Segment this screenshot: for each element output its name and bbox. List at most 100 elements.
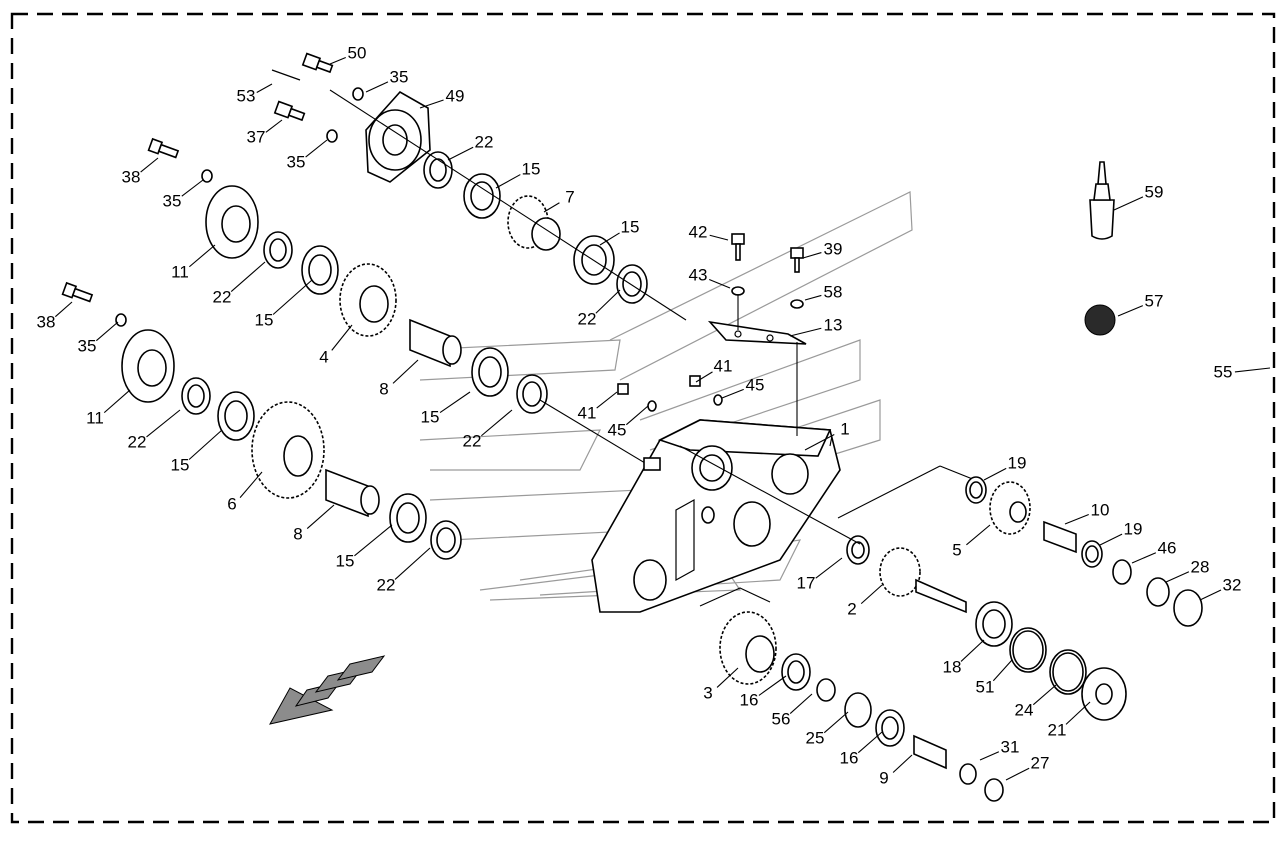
callout-label-c28: 28 [1191, 557, 1210, 576]
callout-label-c4: 4 [319, 347, 328, 366]
callout-label-c15f: 15 [336, 551, 355, 570]
output-shaft-assembly [679, 445, 1203, 721]
callout-leader-c19a [983, 467, 1007, 481]
callout-label-c42: 42 [689, 222, 708, 241]
callout-leader-c3 [716, 667, 739, 688]
callout-leader-c41a [695, 371, 713, 383]
callout-leader-c32 [1199, 589, 1222, 601]
callout-label-c19a: 19 [1008, 453, 1027, 472]
callout-label-c22a: 22 [475, 132, 494, 151]
callout-leader-c4 [331, 324, 353, 351]
callout-label-c1: 1 [840, 419, 849, 438]
lower-shaft-assembly [61, 281, 462, 560]
callout-leader-c15b [599, 232, 620, 246]
sealant-tube-icon [1089, 161, 1115, 240]
callout-leader-c22b [230, 261, 266, 292]
callout-leader-c28 [1165, 571, 1190, 583]
callout-label-c22b: 22 [213, 287, 232, 306]
callout-leader-c35d [95, 321, 119, 342]
callout-leader-c11a [189, 244, 216, 268]
callout-label-c27: 27 [1031, 753, 1050, 772]
callout-leader-c15f [354, 524, 393, 557]
ball-icon [1084, 304, 1116, 336]
main-housing [591, 419, 841, 613]
callout-label-c5: 5 [952, 540, 961, 559]
callout-leader-c7 [543, 202, 560, 213]
callout-leader-c2 [860, 584, 883, 605]
callout-label-c53: 53 [237, 86, 256, 105]
callout-label-c21: 21 [1048, 720, 1067, 739]
callout-leader-c15c [272, 279, 313, 315]
bottom-gear-assembly [699, 587, 1004, 802]
callout-leader-c38b [54, 301, 73, 318]
callout-leader-c49 [419, 99, 444, 109]
callout-leader-c22e [146, 409, 181, 438]
callout-leader-c56 [789, 693, 813, 714]
bracket-plate [617, 233, 807, 436]
callout-label-c39: 39 [824, 239, 843, 258]
callout-label-c22d: 22 [463, 431, 482, 450]
callout-label-c35b: 35 [287, 152, 306, 171]
callout-label-c22c: 22 [578, 309, 597, 328]
callout-leader-c22d [481, 409, 513, 437]
callout-leader-c41b [596, 391, 618, 409]
callout-leader-c43 [709, 279, 731, 289]
middle-shaft-assembly [147, 137, 681, 485]
direction-arrow-icon [269, 655, 386, 725]
callout-leader-c57 [1117, 305, 1144, 317]
callout-label-c15c: 15 [255, 310, 274, 329]
callout-leader-c35c [181, 179, 204, 197]
callout-label-c16b: 16 [840, 748, 859, 767]
callout-label-c10: 10 [1091, 500, 1110, 519]
callout-leader-c9 [892, 754, 913, 773]
callout-leader-c19b [1099, 533, 1123, 546]
callout-leader-c18 [960, 639, 985, 662]
callout-label-c35a: 35 [390, 67, 409, 86]
callout-leader-c11b [103, 389, 131, 414]
callout-label-c41a: 41 [714, 356, 733, 375]
callout-leader-c10 [1064, 513, 1089, 525]
callout-leader-c51 [992, 659, 1013, 682]
callout-label-c43: 43 [689, 265, 708, 284]
callout-label-c35d: 35 [78, 336, 97, 355]
callout-label-c11a: 11 [171, 262, 189, 281]
callout-label-c32: 32 [1223, 575, 1242, 594]
callout-label-c22f: 22 [377, 575, 396, 594]
callout-leader-c22f [394, 547, 431, 580]
callout-label-c19b: 19 [1124, 519, 1143, 538]
callout-leader-c13 [789, 327, 822, 337]
callout-label-c37: 37 [247, 127, 266, 146]
callout-label-c17: 17 [797, 573, 816, 592]
callout-leader-c58 [804, 294, 822, 301]
callout-label-c11b: 11 [86, 408, 104, 427]
callout-leader-c45a [721, 388, 744, 399]
callout-label-c45b: 45 [608, 420, 627, 439]
callout-label-c50: 50 [348, 43, 367, 62]
callout-label-c22e: 22 [128, 432, 147, 451]
callout-label-c9: 9 [879, 768, 888, 787]
callout-leader-c55 [1234, 367, 1271, 373]
callout-leader-c22a [447, 146, 474, 161]
top-shaft-assembly [271, 52, 687, 321]
callout-label-c59: 59 [1145, 182, 1164, 201]
callout-label-c31: 31 [1001, 737, 1020, 756]
callout-label-c3: 3 [703, 683, 712, 702]
callout-label-c8b: 8 [293, 524, 302, 543]
callout-leader-c35b [305, 139, 328, 158]
callout-leader-c22c [595, 289, 621, 314]
callout-label-c15a: 15 [522, 159, 541, 178]
callout-leader-c21 [1065, 701, 1091, 725]
callout-leader-c24 [1032, 684, 1057, 706]
callout-leader-c15e [188, 429, 223, 460]
callout-leader-c6 [239, 471, 263, 498]
callout-leader-c37 [265, 119, 283, 133]
callout-label-c55: 55 [1214, 362, 1233, 381]
callout-leader-c15d [439, 391, 471, 414]
callout-label-c8a: 8 [379, 379, 388, 398]
callout-label-c6: 6 [227, 494, 236, 513]
callout-label-c45a: 45 [746, 375, 765, 394]
callout-label-c15e: 15 [171, 455, 190, 474]
callout-leader-c46 [1131, 552, 1157, 564]
callout-label-c15b: 15 [621, 217, 640, 236]
